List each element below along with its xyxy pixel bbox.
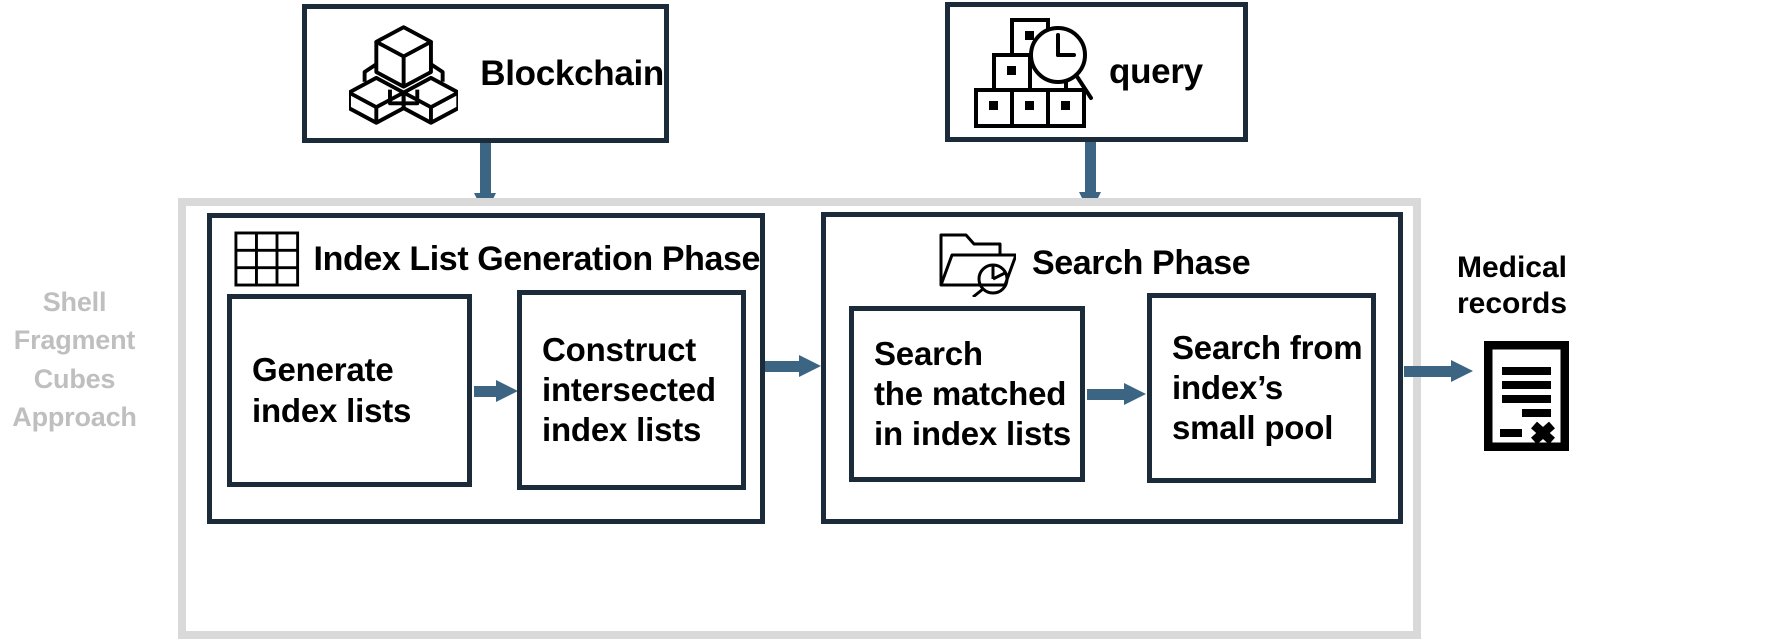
approach-label-line-1: Shell xyxy=(42,287,107,317)
step-generate-index-lists-text: Generate index lists xyxy=(232,350,411,431)
phase-index-header: Index List Generation Phase xyxy=(212,230,760,288)
medical-records-label-line-1: Medical xyxy=(1456,251,1568,284)
phase-search-header: Search Phase xyxy=(826,229,1398,297)
grid-table-icon xyxy=(234,231,300,287)
blockchain-source-box: Blockchain xyxy=(302,4,669,143)
step-search-the-matched-in-index-lists: Search the matched in index lists xyxy=(849,306,1085,482)
phase-search-title: Search Phase xyxy=(1032,243,1251,282)
query-source-box: query xyxy=(945,2,1248,142)
step-line: intersected xyxy=(542,370,716,408)
step-search-from-index-small-pool-text: Search from index’s small pool xyxy=(1152,328,1363,449)
boxes-magnifier-icon xyxy=(974,18,1093,128)
arrow-index-phase-to-search-phase xyxy=(765,355,822,377)
medical-records-label-line-2: records xyxy=(1456,287,1568,320)
arrow-search-phase-to-medical-records xyxy=(1404,360,1474,382)
phase-index-title: Index List Generation Phase xyxy=(313,239,761,278)
step-line: Search xyxy=(874,334,983,372)
step-construct-intersected-index-lists-text: Construct intersected index lists xyxy=(522,330,716,451)
step-search-from-index-small-pool: Search from index’s small pool xyxy=(1147,293,1376,483)
step-line: index lists xyxy=(542,411,702,449)
arrow-generate-to-construct xyxy=(474,380,518,402)
approach-label-line-2: Fragment xyxy=(13,325,136,356)
approach-label-line-4: Approach xyxy=(12,401,137,432)
step-line: Construct xyxy=(542,330,697,368)
step-line: Search from xyxy=(1172,328,1363,366)
step-line: the matched xyxy=(874,374,1067,412)
step-construct-intersected-index-lists: Construct intersected index lists xyxy=(517,290,746,490)
step-line: index lists xyxy=(252,391,412,429)
medical-records-label: Medical records xyxy=(1424,250,1600,322)
step-line: index’s xyxy=(1172,368,1284,406)
step-line: Generate xyxy=(252,351,394,389)
folder-search-icon xyxy=(939,233,1016,297)
query-label: query xyxy=(1109,52,1203,91)
step-generate-index-lists: Generate index lists xyxy=(227,294,472,487)
medical-record-document-icon xyxy=(1484,341,1569,451)
blockchain-label: Blockchain xyxy=(480,53,664,93)
step-line: in index lists xyxy=(874,415,1072,453)
step-search-the-matched-in-index-lists-text: Search the matched in index lists xyxy=(854,334,1071,455)
step-line: small pool xyxy=(1172,409,1334,447)
approach-label-line-3: Cubes xyxy=(33,363,116,394)
blockchain-cubes-icon xyxy=(349,24,459,125)
arrow-search-matched-to-small-pool xyxy=(1087,383,1147,405)
approach-label: Shell Fragment Cubes Approach xyxy=(2,283,147,436)
